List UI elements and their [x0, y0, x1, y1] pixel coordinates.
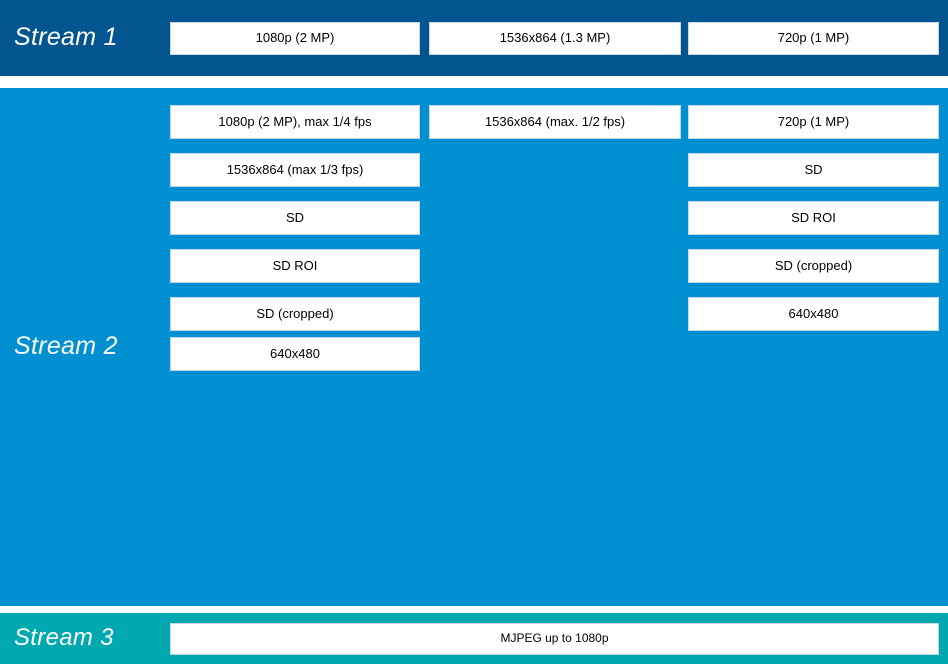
stream-2-resolution-cell: SD (cropped): [170, 297, 420, 331]
stream-2-resolution-cell: 640x480: [170, 337, 420, 371]
stream-2-resolution-cell: SD ROI: [688, 201, 939, 235]
stream-2-resolution-cell: SD: [170, 201, 420, 235]
stream-2-resolution-cell: 1080p (2 MP), max 1/4 fps: [170, 105, 420, 139]
stream-1-resolution-cell: 1080p (2 MP): [170, 22, 420, 55]
stream-1-resolution-cell: 1536x864 (1.3 MP): [429, 22, 681, 55]
stream-2-resolution-cell: 1536x864 (max. 1/2 fps): [429, 105, 681, 139]
stream-1-label: Stream 1: [14, 23, 118, 51]
stream-2-resolution-cell: SD ROI: [170, 249, 420, 283]
stream-3-label: Stream 3: [14, 624, 114, 651]
stream-2-resolution-cell: SD: [688, 153, 939, 187]
stream-1-resolution-cell: 720p (1 MP): [688, 22, 939, 55]
stream-2-label: Stream 2: [14, 332, 118, 360]
stream-2-resolution-cell: 720p (1 MP): [688, 105, 939, 139]
stream-2-resolution-cell: 640x480: [688, 297, 939, 331]
stream-2-resolution-cell: SD (cropped): [688, 249, 939, 283]
stream-3-resolution-cell: MJPEG up to 1080p: [170, 623, 939, 655]
stream-2-resolution-cell: 1536x864 (max 1/3 fps): [170, 153, 420, 187]
